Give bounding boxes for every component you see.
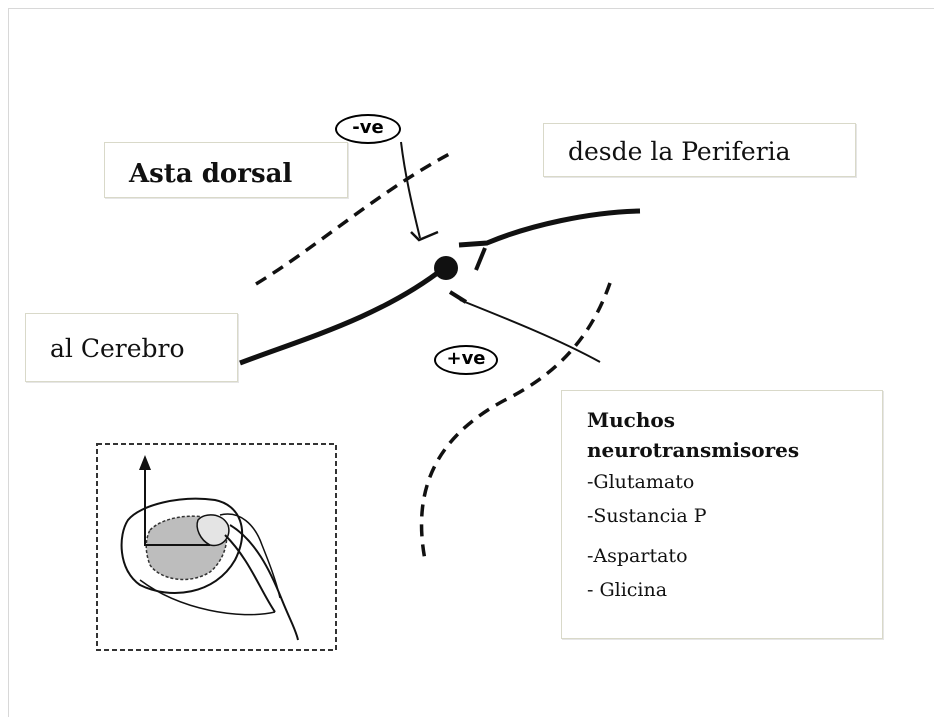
- peripheral-fiber: [458, 208, 641, 248]
- dorsal-horn-text: Asta dorsal: [129, 159, 293, 189]
- ascending-fiber: [239, 266, 446, 366]
- positive-sign: +ve: [434, 345, 498, 375]
- negative-sign: -ve: [335, 114, 401, 144]
- neurotransmitter-item: -Glutamato: [587, 471, 695, 493]
- neurotransmitter-box: Muchos neurotransmisores -Glutamato -Sus…: [561, 390, 883, 639]
- neurotransmitter-item: - Glicina: [587, 579, 668, 601]
- neurotransmitter-item: -Aspartato: [587, 545, 688, 567]
- neurotransmitter-item: -Sustancia P: [587, 505, 707, 527]
- periphery-text: desde la Periferia: [568, 137, 791, 166]
- neurotransmitter-list: -Glutamato -Sustancia P -Aspartato - Gli…: [587, 467, 707, 609]
- inhibitory-synapse: [410, 230, 439, 242]
- excitatory-synapse: [448, 247, 487, 304]
- neurotransmitter-title: Muchos neurotransmisores: [587, 408, 800, 462]
- dorsal-horn-label: Asta dorsal: [104, 142, 348, 198]
- neuron-body: [434, 256, 458, 280]
- spinal-cord-inset: [96, 443, 337, 651]
- dorsal-horn-border-lower: [419, 282, 612, 561]
- brain-label: al Cerebro: [25, 313, 238, 382]
- dorsal-horn-border-upper: [255, 149, 456, 286]
- periphery-label: desde la Periferia: [543, 123, 856, 177]
- excitatory-fiber: [459, 299, 601, 363]
- inhibitory-interneuron: [400, 141, 421, 239]
- brain-text: al Cerebro: [50, 334, 185, 363]
